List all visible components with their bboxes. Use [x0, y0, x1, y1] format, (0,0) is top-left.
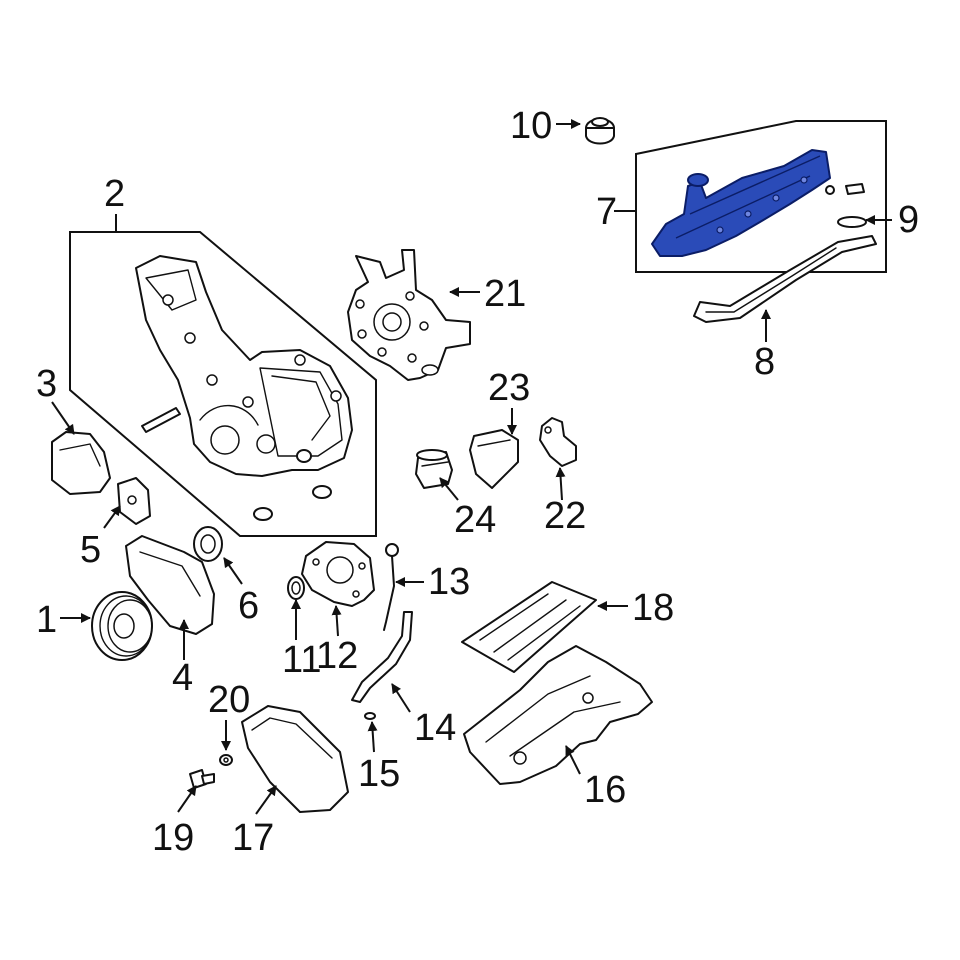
callout-17: 17 — [232, 817, 274, 859]
valve-cover-part[interactable] — [651, 149, 831, 257]
o-ring-part[interactable] — [364, 712, 376, 720]
callout-labels: 1 2 3 4 5 6 7 8 9 10 11 12 13 14 15 16 1… — [36, 105, 919, 859]
front-seal-part-6[interactable] — [193, 526, 223, 562]
callout-1: 1 — [36, 599, 57, 641]
lower-oil-pan-part[interactable] — [241, 705, 349, 813]
callout-20: 20 — [208, 679, 250, 721]
callout-8: 8 — [754, 341, 775, 383]
callout-24: 24 — [454, 499, 496, 541]
housing-part-21[interactable] — [347, 249, 471, 381]
oil-baffle-part[interactable] — [461, 581, 597, 673]
leader-lines — [51, 119, 892, 815]
callout-14: 14 — [414, 707, 456, 749]
gasket-part-5[interactable] — [117, 477, 151, 525]
callout-3: 3 — [36, 363, 57, 405]
seal-part-9[interactable] — [837, 216, 867, 228]
callout-2: 2 — [104, 173, 125, 215]
callout-18: 18 — [632, 587, 674, 629]
callout-4: 4 — [172, 657, 193, 699]
timing-cover-group-frame — [69, 231, 377, 537]
oil-pump-part[interactable] — [301, 541, 375, 607]
callout-9: 9 — [898, 199, 919, 241]
sensor-part-22[interactable] — [539, 417, 577, 467]
callout-16: 16 — [584, 769, 626, 811]
callout-21: 21 — [484, 273, 526, 315]
valve-cover-group-frame — [635, 120, 887, 273]
callout-13: 13 — [428, 561, 470, 603]
callout-23: 23 — [488, 367, 530, 409]
callout-19: 19 — [152, 817, 194, 859]
washer-part[interactable] — [219, 754, 233, 766]
dipstick-part[interactable] — [383, 543, 399, 631]
callout-7: 7 — [596, 191, 617, 233]
callout-22: 22 — [544, 495, 586, 537]
drain-plug-part[interactable] — [189, 769, 215, 789]
callout-5: 5 — [80, 529, 101, 571]
callout-15: 15 — [358, 753, 400, 795]
oil-filler-cap-part[interactable] — [585, 117, 615, 145]
callout-6: 6 — [238, 585, 259, 627]
pcv-valve-part[interactable] — [825, 183, 865, 195]
valve-cover-gasket-part[interactable] — [693, 235, 877, 323]
bracket-part-23[interactable] — [469, 429, 519, 489]
oil-filter-part[interactable] — [415, 449, 453, 489]
cover-part-4[interactable] — [125, 535, 215, 635]
crankshaft-pulley-part[interactable] — [91, 591, 153, 661]
upper-oil-pan-part[interactable] — [463, 645, 653, 785]
callout-11: 11 — [282, 639, 321, 681]
small-seal-rings-part[interactable] — [253, 449, 332, 521]
dipstick-tube-part[interactable] — [351, 611, 413, 703]
dowel-pin-part[interactable] — [141, 407, 181, 433]
seal-part-11[interactable] — [287, 576, 305, 600]
callout-10: 10 — [510, 105, 552, 147]
timing-cover-part[interactable] — [135, 255, 353, 477]
cover-part-3[interactable] — [51, 431, 111, 495]
callout-12: 12 — [316, 635, 358, 677]
